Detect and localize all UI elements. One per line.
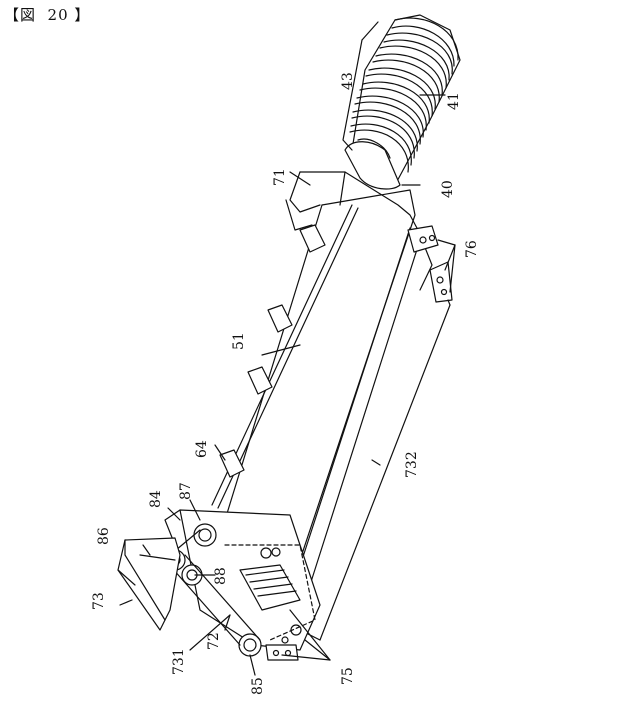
label-75: 75 — [340, 667, 356, 685]
label-71: 71 — [272, 168, 288, 186]
label-85: 85 — [250, 677, 266, 695]
bracket-43 — [362, 22, 378, 40]
label-41: 41 — [446, 92, 462, 110]
label-64: 64 — [194, 440, 210, 458]
label-731: 731 — [171, 648, 187, 675]
label-76: 76 — [464, 240, 480, 258]
label-40: 40 — [440, 180, 456, 198]
label-87: 87 — [178, 482, 194, 500]
label-84: 84 — [148, 490, 164, 508]
label-51: 51 — [231, 332, 247, 350]
label-73: 73 — [91, 592, 107, 610]
label-72: 72 — [206, 632, 222, 650]
roller-shaft — [212, 205, 358, 508]
label-732: 732 — [404, 451, 420, 478]
outlet-duct — [118, 538, 180, 630]
label-88: 88 — [213, 567, 229, 585]
left-end-block — [165, 510, 320, 660]
label-86: 86 — [96, 527, 112, 545]
label-43: 43 — [340, 72, 356, 90]
